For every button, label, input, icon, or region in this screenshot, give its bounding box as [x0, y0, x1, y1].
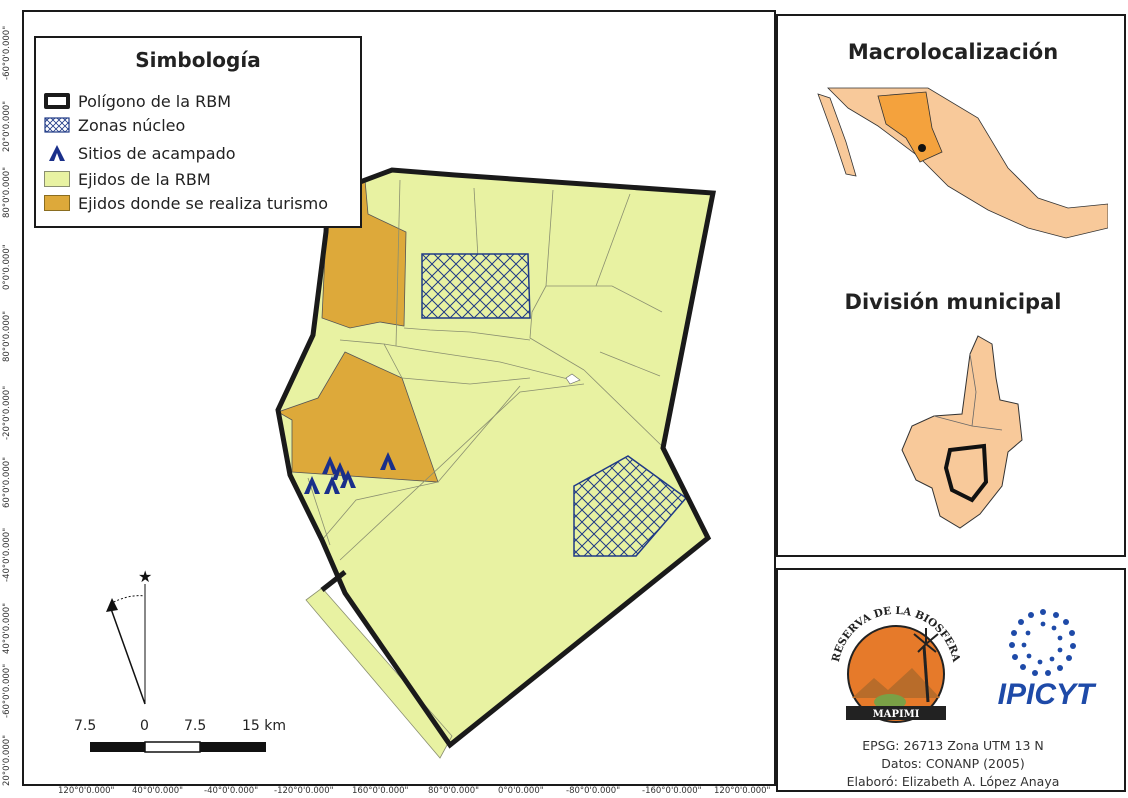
legend: Simbología Polígono de la RBM Zonas núcl… [34, 36, 362, 228]
scale-bar [90, 741, 266, 753]
coord-label: 40°0'0.000" [132, 786, 184, 796]
coord-label: 120°0'0.000" [714, 786, 771, 796]
core-zone-north [421, 253, 531, 319]
tent-icon [332, 462, 348, 480]
scale-label: 7.5 [74, 718, 97, 734]
ejidos-swatch [44, 171, 70, 187]
tent-icon [49, 145, 65, 161]
tourism-ejido-south [277, 351, 439, 483]
core-zone-south [573, 455, 688, 557]
legend-item-tourism: Ejidos donde se realiza turismo [44, 192, 328, 214]
legend-title: Simbología [135, 48, 261, 72]
macro-title: Macrolocalización [847, 40, 1059, 64]
svg-text:★: ★ [138, 567, 152, 586]
tent-icon [322, 456, 338, 474]
ejido-boundaries [307, 179, 665, 561]
municipal-map [901, 335, 1023, 529]
crosshatch-swatch [44, 117, 70, 133]
coord-label: -40°0'0.000" [204, 786, 259, 796]
location-panel: Macrolocalización División municipal [776, 14, 1126, 557]
north-arrow: ★ [106, 567, 152, 705]
ipicyt-logo-icon [1009, 609, 1076, 676]
scale-label: 0 [140, 718, 149, 734]
coord-label: 80°0'0.000" [428, 786, 480, 796]
coord-label: 0°0'0.000" [498, 786, 544, 796]
legend-item-core-zones: Zonas núcleo [44, 114, 185, 136]
mexico-map [817, 87, 1108, 239]
municipal-title: División municipal [844, 290, 1062, 314]
tourism-swatch [44, 195, 70, 211]
coord-label: 120°0'0.000" [58, 786, 115, 796]
campsites [304, 452, 396, 494]
map-marker [565, 373, 581, 385]
reserva-mapimi-logo: MAPIMI RESERVA DE LA BIOSFERA [830, 606, 962, 723]
coord-label: -160°0'0.000" [642, 786, 702, 796]
southwest-strip [305, 587, 453, 759]
credit-epsg: EPSG: 26713 Zona UTM 13 N [862, 738, 1044, 753]
coord-label: -80°0'0.000" [566, 786, 621, 796]
tent-icon [304, 476, 320, 494]
rbm-polygon-outline [275, 167, 716, 749]
ipicyt-logo-text: IPICYT [997, 678, 1095, 711]
coord-label: -120°0'0.000" [274, 786, 334, 796]
legend-item-campsites: Sitios de acampado [44, 142, 236, 164]
tent-icon [324, 476, 340, 494]
legend-item-polygon: Polígono de la RBM [44, 90, 231, 112]
coord-label: 160°0'0.000" [352, 786, 409, 796]
credits-panel: MAPIMI RESERVA DE LA BIOSFERA IPICYT EPS… [776, 568, 1126, 792]
credit-author: Elaboró: Elizabeth A. López Anaya [846, 774, 1060, 789]
reserva-name-text: MAPIMI [873, 709, 920, 720]
credit-datos: Datos: CONANP (2005) [881, 756, 1025, 771]
tent-icon [380, 452, 396, 470]
scale-label: 7.5 [184, 718, 207, 734]
tent-icon [340, 470, 356, 488]
reserve-map: ★ [90, 167, 716, 759]
polygon-outline-swatch [44, 93, 70, 109]
scale-label: 15 km [242, 718, 287, 734]
legend-item-ejidos: Ejidos de la RBM [44, 168, 211, 190]
